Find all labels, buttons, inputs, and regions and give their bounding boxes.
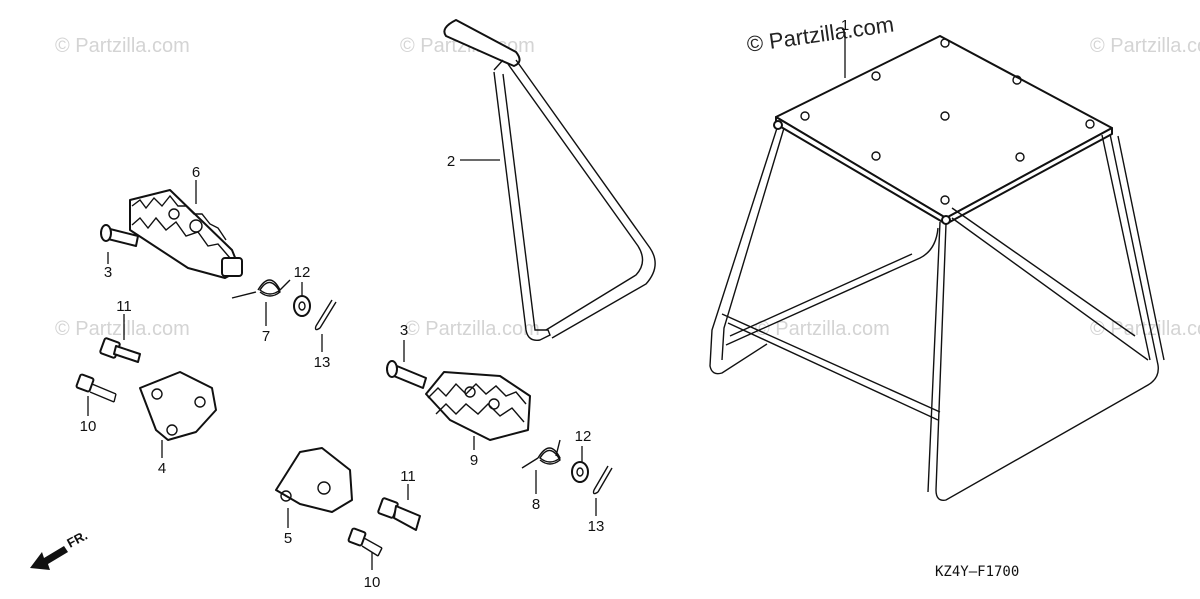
callout-3: 3 [104, 264, 112, 281]
callout-8: 8 [532, 496, 540, 513]
callout-1: 1 [841, 17, 849, 34]
callout-10: 10 [364, 574, 381, 591]
flange-bolt-right [377, 497, 421, 531]
leader-lines [87, 180, 597, 570]
flange-bolt-left [99, 337, 141, 363]
callout-11: 11 [400, 468, 416, 485]
callout-2: 2 [447, 153, 455, 170]
watermark: © Partzilla.com [405, 318, 540, 340]
watermark: © Partzilla.com [55, 35, 190, 57]
callout-5: 5 [284, 530, 292, 547]
stand-box [709, 32, 1165, 501]
callout-13: 13 [588, 518, 605, 535]
washer-right [571, 461, 589, 483]
callout-3: 3 [400, 322, 408, 339]
callout-12: 12 [575, 428, 592, 445]
callout-12: 12 [294, 264, 311, 281]
diagram-code: KZ4Y—F1700 [935, 564, 1019, 580]
callout-7: 7 [262, 328, 270, 345]
hex-bolt-left [75, 373, 117, 403]
footpeg-right [425, 371, 531, 441]
callout-9: 9 [470, 452, 478, 469]
spring-left [231, 279, 291, 299]
front-direction-indicator: FR. [30, 528, 90, 570]
bracket-left [139, 371, 217, 441]
bracket-right [275, 447, 353, 513]
callout-4: 4 [158, 460, 166, 477]
watermark: © Partzilla.com [755, 318, 890, 340]
callout-10: 10 [80, 418, 97, 435]
side-stand [443, 19, 656, 341]
callout-13: 13 [314, 354, 331, 371]
callout-6: 6 [192, 164, 200, 181]
front-arrow-icon [30, 546, 68, 570]
callout-11: 11 [116, 298, 132, 315]
hex-bolt-right [347, 527, 383, 557]
washer-left [293, 295, 311, 317]
footpeg-left [129, 189, 243, 279]
watermark: © Partzilla.com [1090, 35, 1200, 57]
cotter-pin-left [314, 299, 337, 331]
callout-numbers: 1 2 3 3 4 5 6 7 8 9 10 10 11 11 12 12 13… [80, 17, 850, 591]
spring-right [521, 439, 561, 469]
watermark-main: © Partzilla.com [745, 12, 895, 57]
watermark: © Partzilla.com [55, 318, 190, 340]
plate-bolt-holes [800, 38, 1095, 205]
cotter-pin-right [592, 465, 613, 495]
pivot-pin-right [386, 360, 427, 389]
front-label: FR. [64, 528, 90, 551]
pivot-pin-left [100, 224, 139, 247]
